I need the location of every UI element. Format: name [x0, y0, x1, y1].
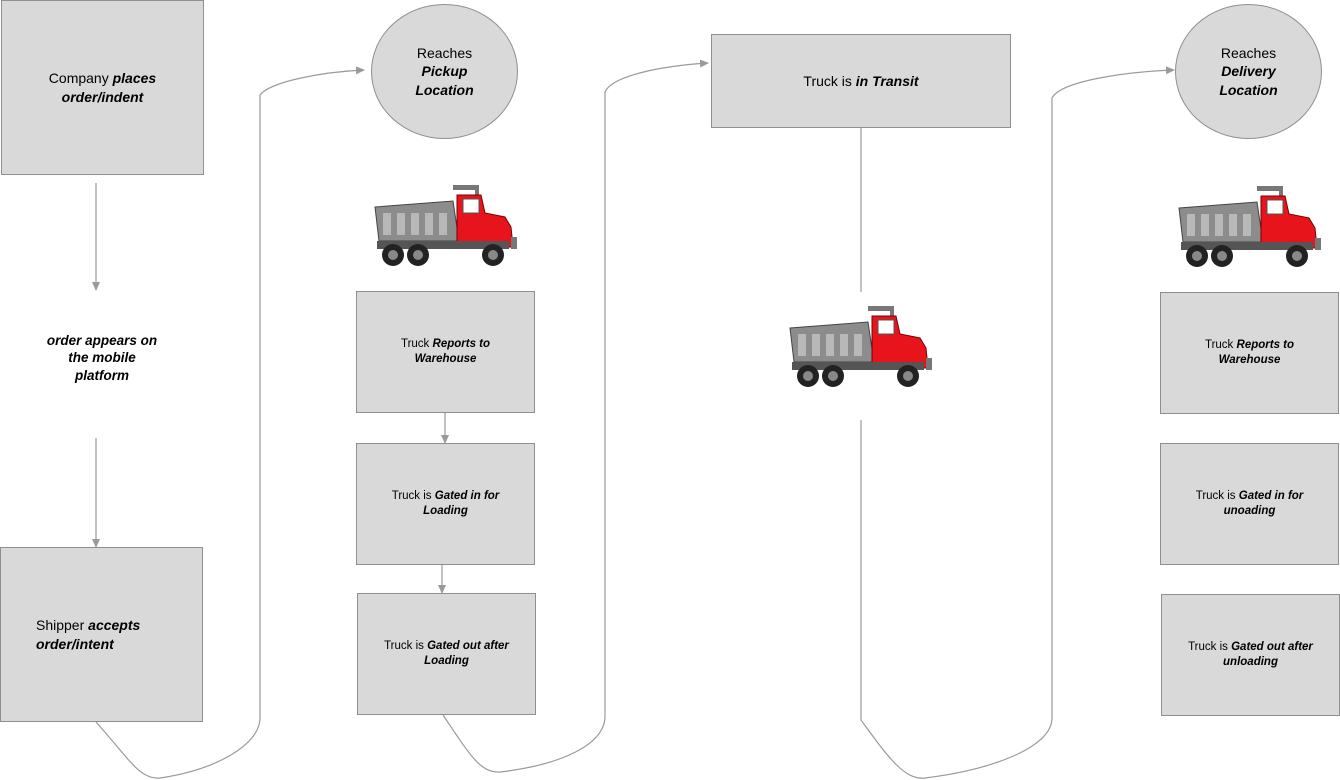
- pickup-location-ellipse: Reaches Pickup Location: [371, 4, 518, 139]
- reports-warehouse-box-1: Truck Reports to Warehouse: [356, 291, 535, 413]
- delivery-reaches: Reaches: [1220, 45, 1277, 62]
- gateout2-label: Truck is: [1188, 641, 1232, 654]
- reports-warehouse-box-2: Truck Reports to Warehouse: [1160, 292, 1339, 414]
- transit-bold: in Transit: [855, 72, 919, 89]
- gated-out-unloading-box: Truck is Gated out after unloading: [1161, 594, 1340, 716]
- shipper-accepts-box: Shipper accepts order/intent: [0, 547, 203, 722]
- company-places-order-box: Company places order/indent: [1, 0, 204, 175]
- reports2-label: Truck: [1204, 339, 1237, 352]
- gated-in-unloading-box: Truck is Gated in for unoading: [1160, 443, 1339, 565]
- order-appears-text: order appears on the mobile platform: [40, 330, 164, 386]
- gateout1-bold: Gated out after Loading: [424, 640, 509, 667]
- gateout2-bold: Gated out after unloading: [1223, 641, 1313, 668]
- gated-in-loading-box: Truck is Gated in for Loading: [356, 443, 535, 565]
- gateout1-label: Truck is: [384, 640, 428, 653]
- connector-shipper-to-pickup: [95, 66, 365, 779]
- in-transit-box: Truck is in Transit: [711, 34, 1011, 128]
- connector-gateout-to-transit: [442, 59, 709, 773]
- gatein2-label: Truck is: [1195, 490, 1239, 503]
- delivery-location-ellipse: Reaches Delivery Location: [1175, 4, 1322, 139]
- gatein1-label: Truck is: [391, 490, 435, 503]
- dump-truck-icon: [374, 185, 517, 266]
- reports1-bold: Reports to Warehouse: [414, 338, 491, 365]
- shipper-bold: accepts order/intent: [36, 617, 141, 652]
- dump-truck-icon: [1178, 186, 1321, 267]
- pickup-reaches: Reaches: [416, 45, 473, 62]
- pickup-bold: Pickup Location: [415, 63, 474, 98]
- company-bold: places order/indent: [61, 70, 157, 105]
- gatein1-bold: Gated in for Loading: [423, 490, 500, 517]
- gatein2-bold: Gated in for unoading: [1223, 490, 1304, 517]
- reports2-bold: Reports to Warehouse: [1218, 339, 1295, 366]
- shipper-label: Shipper: [36, 617, 89, 634]
- company-label: Company: [48, 70, 113, 87]
- transit-label: Truck is: [803, 72, 856, 89]
- dump-truck-icon: [789, 306, 932, 387]
- connector-transit-to-delivery: [860, 66, 1175, 779]
- gated-out-loading-box: Truck is Gated out after Loading: [357, 593, 536, 715]
- reports1-label: Truck: [400, 338, 433, 351]
- mobile-platform-label: order appears on the mobile platform: [46, 332, 158, 383]
- delivery-bold: Delivery Location: [1219, 63, 1278, 98]
